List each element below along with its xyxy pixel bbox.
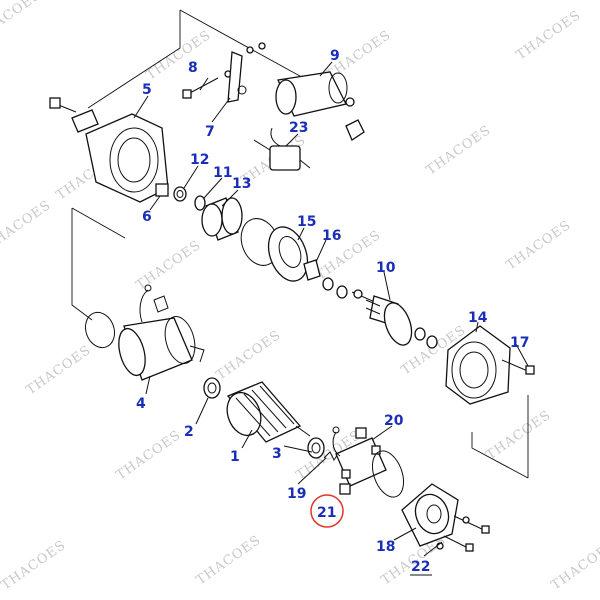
end-cover-part-18: [401, 483, 459, 547]
callout-11: 11: [213, 165, 232, 181]
callout-8: 8: [188, 60, 198, 76]
watermark: THACOES: [214, 328, 284, 384]
watermark: THACOES: [424, 123, 494, 179]
callout-1: 1: [230, 449, 240, 465]
pinion-gear-part-13: [201, 197, 243, 241]
watermark: THACOES: [0, 198, 54, 254]
callout-3: 3: [272, 446, 282, 462]
callout-4: 4: [136, 396, 146, 412]
callout-20: 20: [384, 413, 404, 429]
collar-part-6: [155, 183, 169, 197]
solenoid-part-9: [275, 71, 365, 141]
callout-16: 16: [322, 228, 341, 244]
callout-13: 13: [232, 176, 251, 192]
watermark: THACOES: [114, 428, 184, 484]
watermark: THACOES: [514, 8, 584, 64]
bushing-part-16: [303, 259, 348, 299]
washers-rear: [414, 327, 438, 349]
callout-17: 17: [510, 335, 529, 351]
watermark: THACOES: [484, 408, 554, 464]
callout-21: 21: [317, 505, 336, 521]
washer-part-2: [203, 377, 221, 399]
callout-12: 12: [190, 152, 209, 168]
shift-lever-part-7: [227, 42, 266, 103]
drive-shaft-part-10: [351, 289, 413, 346]
callout-22: 22: [411, 559, 430, 575]
callout-2: 2: [184, 424, 194, 440]
watermark: THACOES: [134, 238, 204, 294]
brush-part-21: [339, 483, 351, 495]
watermark: THACOES: [549, 538, 600, 594]
bearing-part-3: [307, 437, 325, 459]
callout-10: 10: [376, 260, 396, 276]
bolt-part-17: [501, 359, 535, 375]
armature-part-1: [226, 381, 311, 443]
callout-labels: 5 9 8 7 23 12 11 13 6 15 16 10 14 17 4 2…: [136, 48, 529, 576]
watermark: THACOES: [0, 0, 44, 43]
rear-housing-part-14: [445, 325, 511, 405]
callout-19: 19: [287, 486, 306, 502]
highlight-ring: [310, 494, 344, 528]
washer-part-12: [173, 186, 187, 202]
callout-18: 18: [376, 539, 395, 555]
callout-7: 7: [205, 124, 215, 140]
callout-14: 14: [468, 310, 488, 326]
ring-part-11: [194, 195, 206, 211]
leader-lines: [133, 61, 529, 557]
plate-part-15: [267, 226, 309, 282]
callout-5: 5: [142, 82, 152, 98]
callout-15: 15: [297, 214, 316, 230]
callout-6: 6: [142, 209, 152, 225]
watermark: THACOES: [0, 538, 69, 594]
callout-9: 9: [330, 48, 340, 64]
watermark: THACOES: [24, 343, 94, 399]
watermark: THACOES: [504, 218, 574, 274]
watermark: THACOES: [144, 28, 214, 84]
callout-23: 23: [289, 120, 308, 136]
o-ring-lower: [371, 450, 405, 498]
connector-part-23: [253, 127, 311, 171]
field-frame-part-4: [84, 284, 205, 381]
watermark: THACOES: [194, 533, 264, 589]
